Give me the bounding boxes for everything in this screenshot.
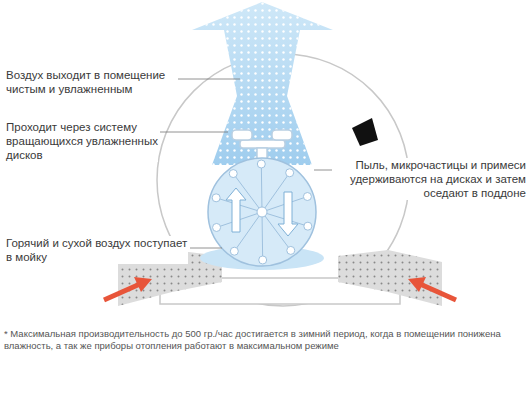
outlet-air <box>192 2 333 165</box>
leader-lines <box>160 79 332 248</box>
callout-label: Пыль, микрочастицы и примеси удерживаютс… <box>334 158 526 200</box>
control-wedge <box>352 118 378 146</box>
intake-right <box>338 250 456 306</box>
callout-label: Проходит через систему вращающихся увлаж… <box>6 120 158 162</box>
callout-label: Горячий и сухой воздух поступает в мойку <box>6 236 188 264</box>
disc-drum <box>208 158 316 266</box>
footnote: * Максимальная производительность до 500… <box>4 328 524 352</box>
callout-label: Воздух выходит в помещение чистым и увла… <box>6 68 176 96</box>
